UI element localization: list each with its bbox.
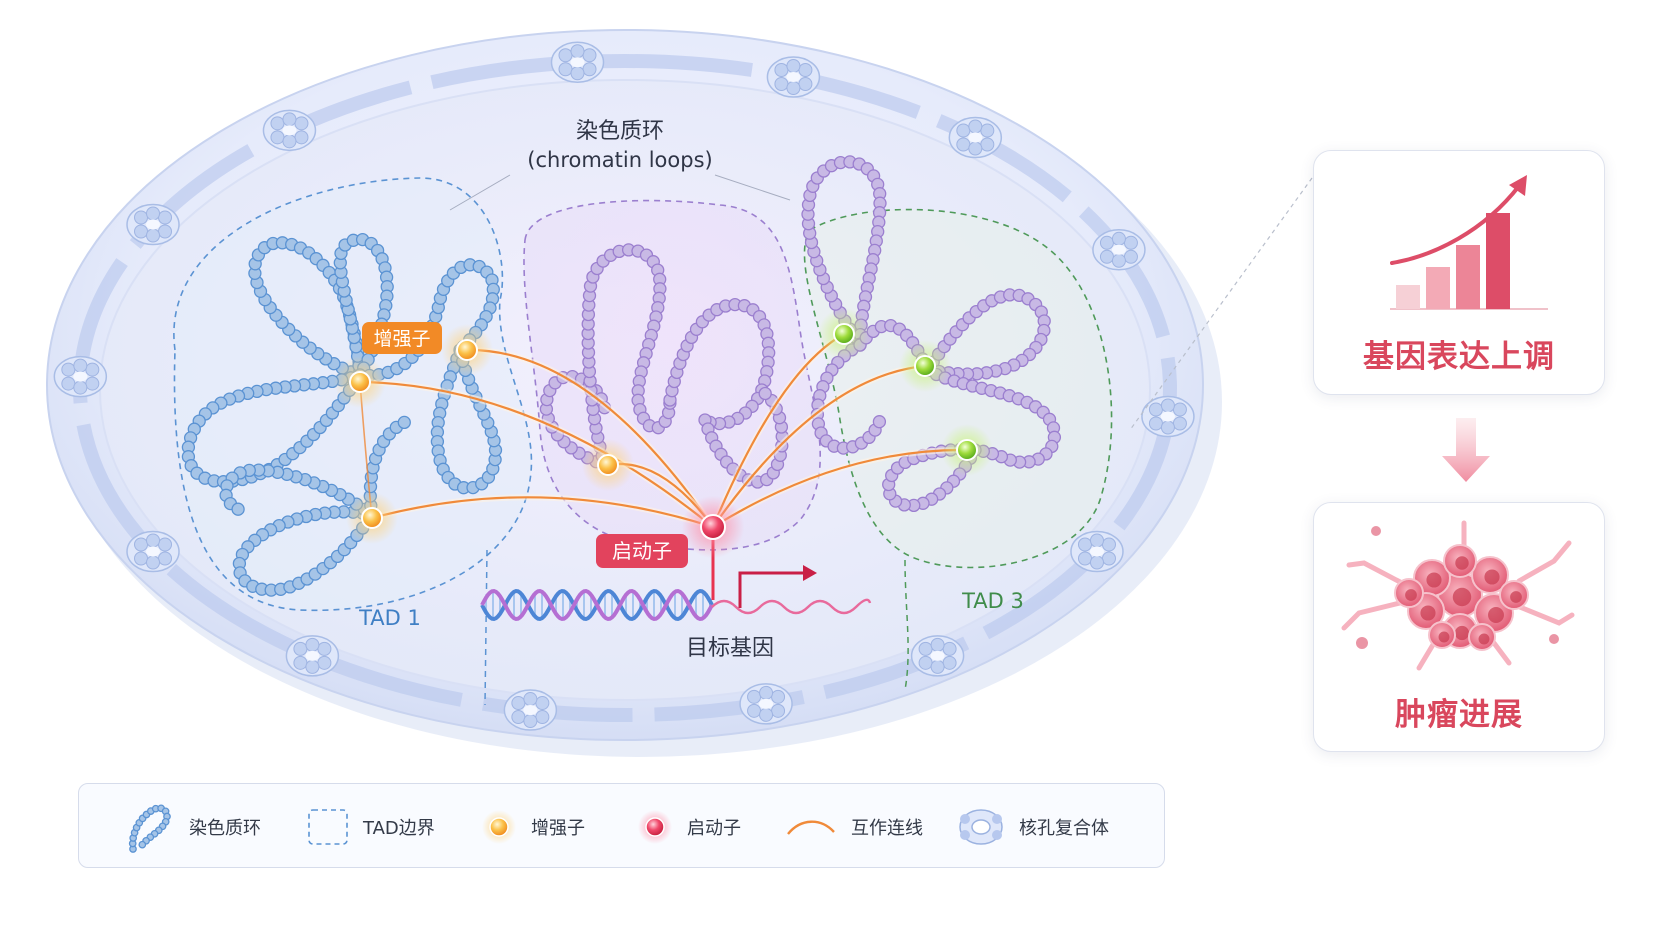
chromatin-bead <box>758 386 772 401</box>
legend-item-nuclear-pore: 核孔复合体 <box>957 784 1109 869</box>
legend-label: 增强子 <box>531 817 585 839</box>
loop-title-cn: 染色质环 <box>576 119 664 144</box>
upregulation-title: 基因表达上调 <box>1363 339 1555 375</box>
legend-label: 启动子 <box>687 817 741 839</box>
upregulation-card: 基因表达上调 <box>1313 150 1605 395</box>
enhancer-node <box>597 454 619 476</box>
nuclear-pore-icon <box>959 808 1003 845</box>
flow-arrow-down <box>1442 418 1490 482</box>
legend-item-enhancer: 增强子 <box>481 784 585 869</box>
interaction-lines <box>359 331 968 530</box>
interaction-line <box>359 380 714 528</box>
chromatin-bead <box>397 415 411 430</box>
tss-arrow-head <box>803 565 817 581</box>
promoter-tag: 启动子 <box>596 534 688 568</box>
legend-label: 核孔复合体 <box>1019 817 1109 839</box>
interaction-line <box>466 348 714 528</box>
zoom-connector <box>1129 177 1313 431</box>
tumor-card: 肿瘤进展 <box>1313 502 1605 752</box>
legend: 染色质环 TAD边界 增强子 启动子 互作连线 <box>78 783 1165 868</box>
tumor-cells-icon <box>1341 520 1575 671</box>
nuclear-pore <box>910 635 965 677</box>
interaction-line <box>712 364 926 528</box>
enhancer-node-tad3 <box>956 439 978 461</box>
nuclear-pore <box>262 109 317 152</box>
regulatory-nodes <box>334 308 993 559</box>
svg-text:启动子: 启动子 <box>612 539 672 563</box>
legend-item-interaction-line: 互作连线 <box>785 784 923 869</box>
enhancer-node-tad3 <box>914 355 936 377</box>
nuclear-pore <box>948 116 1003 159</box>
chromatin-bead <box>872 415 887 429</box>
chromatin-bead <box>231 502 245 516</box>
enhancer-node <box>349 371 371 393</box>
nuclear-pore <box>739 683 793 725</box>
nuclear-pore <box>550 41 605 83</box>
legend-label: 染色质环 <box>189 817 261 839</box>
tad-boundary-1-2 <box>484 549 488 706</box>
svg-text:增强子: 增强子 <box>373 328 430 350</box>
chromatin-bead <box>138 840 147 849</box>
legend-item-promoter: 启动子 <box>637 784 741 869</box>
tad1-label: TAD 1 <box>358 606 421 630</box>
tad-boundary-icon <box>308 808 348 845</box>
tumor-title: 肿瘤进展 <box>1395 697 1523 733</box>
nuclear-pore <box>766 56 821 98</box>
nuclear-pore <box>1141 395 1195 438</box>
tad3-label: TAD 3 <box>961 589 1024 613</box>
promoter-node <box>700 514 726 540</box>
interaction-line <box>371 496 714 529</box>
legend-item-tad-boundary: TAD边界 <box>307 784 435 869</box>
legend-label: TAD边界 <box>363 817 435 839</box>
loop-title-leader-left <box>449 174 511 211</box>
tss-arrow <box>738 571 805 608</box>
bar-chart-up-icon <box>1390 175 1548 310</box>
nuclear-pore <box>126 203 180 246</box>
loop-title-en: (chromatin loops) <box>527 148 712 172</box>
target-gene-label: 目标基因 <box>686 636 774 661</box>
nuclear-pore <box>1092 229 1146 271</box>
nuclear-pores <box>53 41 1195 731</box>
dna-strand <box>480 588 714 622</box>
enhancer-node <box>456 339 478 361</box>
nuclear-pore <box>503 689 558 731</box>
interaction-line <box>712 448 968 528</box>
legend-item-chromatin-loop: 染色质环 <box>125 784 261 869</box>
chromatin-loop-icon <box>128 803 171 853</box>
enhancer-icon <box>482 809 516 844</box>
loop-title-leader-right <box>714 174 791 201</box>
enhancer-node-tad3 <box>833 323 855 345</box>
nuclear-pore <box>285 635 340 677</box>
tad-boundary-2-3 <box>904 559 909 691</box>
enhancer-node <box>361 507 383 529</box>
nuclear-pore <box>1070 530 1124 573</box>
nuclear-pore <box>53 355 108 398</box>
promoter-icon <box>638 809 672 844</box>
enhancer-tag: 增强子 <box>362 322 442 354</box>
interaction-line-icon <box>787 820 835 835</box>
mrna-transcript <box>711 598 872 615</box>
legend-label: 互作连线 <box>851 817 923 839</box>
nuclear-pore <box>126 530 180 573</box>
target-gene-dna <box>480 535 872 622</box>
